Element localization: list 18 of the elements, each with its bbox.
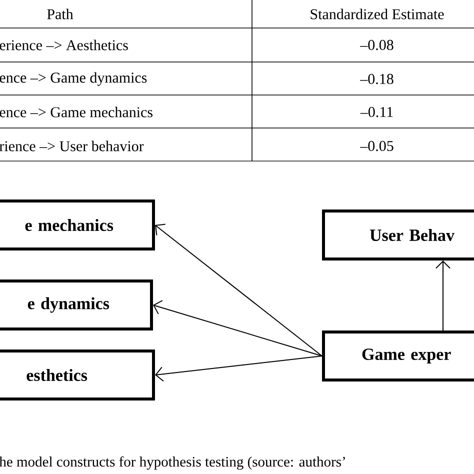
arrow bbox=[155, 224, 322, 356]
column-header: Standardized Estimate bbox=[310, 8, 444, 20]
table-cell: –0.08 bbox=[360, 40, 394, 50]
table-cell: ence –> Game dynamics bbox=[0, 72, 147, 86]
table-cell: –0.05 bbox=[360, 140, 394, 152]
column-header: Path bbox=[47, 8, 74, 20]
table-cell: –0.11 bbox=[360, 106, 393, 118]
arrow bbox=[155, 356, 322, 382]
table-cell: –0.18 bbox=[360, 74, 394, 84]
arrow bbox=[153, 300, 322, 356]
arrow bbox=[436, 260, 450, 331]
construct-box: e dynamics bbox=[0, 280, 153, 330]
construct-box: Game exper bbox=[322, 330, 474, 382]
table-cell: erience –> Aesthetics bbox=[0, 40, 128, 50]
construct-box: esthetics bbox=[0, 350, 155, 400]
construct-box: e mechanics bbox=[0, 200, 155, 250]
construct-box: User Behav bbox=[322, 210, 474, 260]
table-cell: ence –> Game mechanics bbox=[0, 106, 152, 118]
